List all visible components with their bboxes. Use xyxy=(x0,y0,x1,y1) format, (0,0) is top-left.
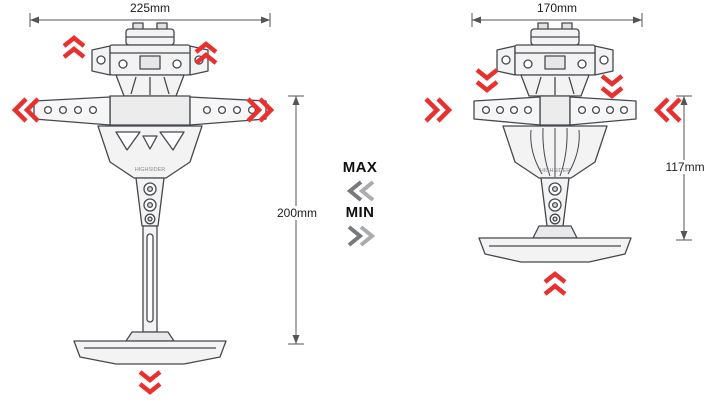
chevron-left-icon xyxy=(11,97,40,123)
max-height-dimension-line xyxy=(288,95,304,345)
chevron-right-icon xyxy=(246,97,275,123)
legend-chevron-left-icon xyxy=(346,180,375,202)
max-width-dimension-line xyxy=(29,13,271,27)
chevron-left-icon xyxy=(653,97,682,123)
brand-logo-text-max: HIGHSIDER xyxy=(135,167,166,173)
min-diagram-canvas: HIGHSIDER xyxy=(424,13,692,296)
legend-max-label: MAX xyxy=(342,159,378,176)
chevron-up-icon xyxy=(543,271,567,296)
chevron-right-icon xyxy=(424,97,453,123)
max-height-dimension-label: 200mm xyxy=(272,206,322,220)
chevron-down-icon xyxy=(475,68,499,93)
max-diagram-canvas: HIGHSIDER xyxy=(11,13,304,395)
min-height-dimension-label: 117mm xyxy=(660,160,710,174)
license-plate-holder-max-drawing: HIGHSIDER xyxy=(33,22,267,365)
min-width-dimension-line xyxy=(471,13,643,27)
brand-logo-text-min: HIGHSIDER xyxy=(540,168,571,174)
chevron-up-icon xyxy=(62,35,86,59)
legend-min-label: MIN xyxy=(345,204,375,221)
max-width-dimension-label: 225mm xyxy=(129,1,170,15)
chevron-down-icon xyxy=(600,74,624,99)
license-plate-holder-min-drawing: HIGHSIDER xyxy=(473,22,637,263)
legend-chevron-right-icon xyxy=(347,225,376,247)
chevron-down-icon xyxy=(138,370,162,395)
min-width-dimension-label: 170mm xyxy=(536,1,577,15)
chevron-up-icon xyxy=(194,41,218,65)
